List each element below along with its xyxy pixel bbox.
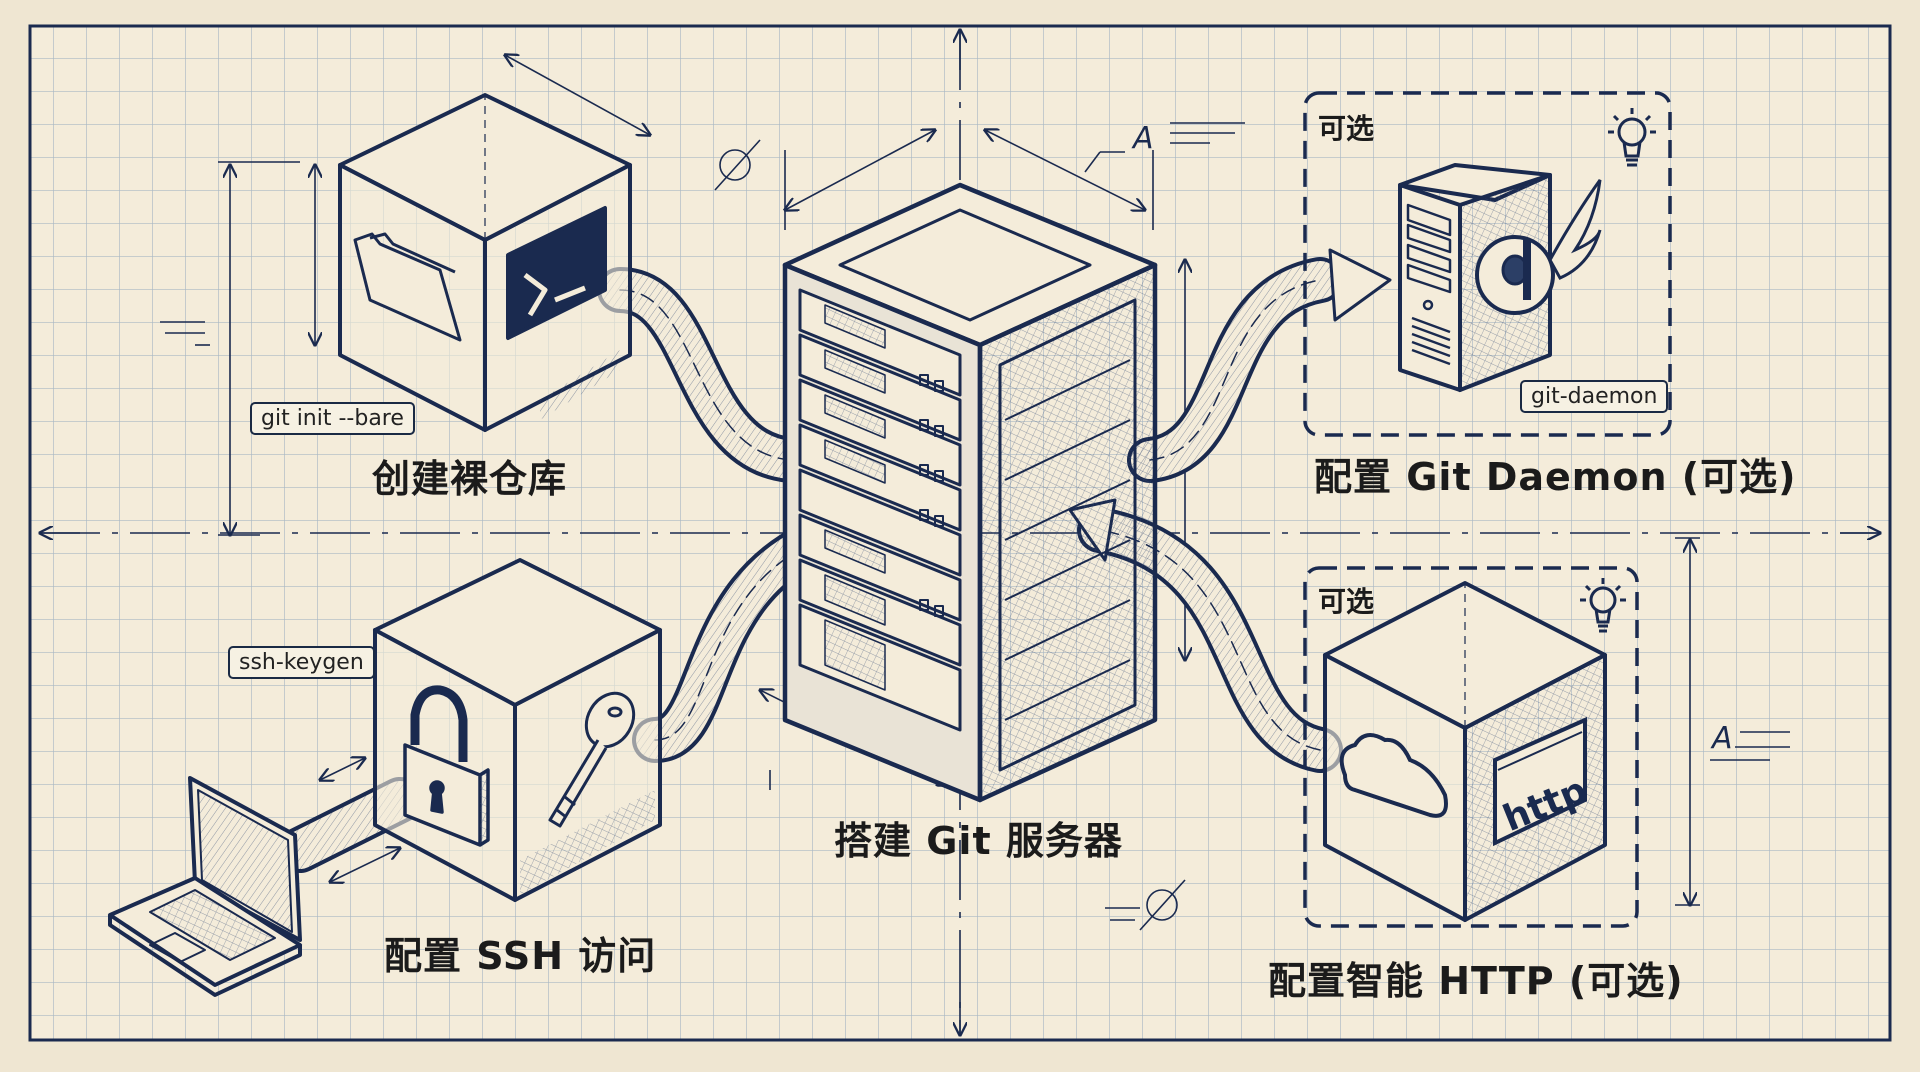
bare-repo-cube — [338, 93, 632, 432]
page-title: 搭建 Git 服务器 — [834, 819, 1123, 863]
http-optional-frame — [1303, 566, 1639, 928]
ssh-cube — [373, 558, 662, 902]
pipe-bare-to-server — [597, 267, 813, 483]
server-unit-leds — [919, 374, 944, 617]
optional-tag-http: 可选 — [1318, 585, 1375, 618]
arrowhead-into-daemon — [1328, 248, 1392, 322]
lightbulb-icon-daemon — [1608, 108, 1656, 167]
label-http: 配置智能 HTTP (可选) — [1268, 959, 1684, 1003]
pipe-server-to-daemon — [1127, 257, 1343, 483]
command-git-init-bare: git init --bare — [250, 402, 415, 435]
http-badge-icon — [1493, 716, 1587, 847]
annotation-a-right: A — [1710, 721, 1733, 756]
central-server-rack — [782, 182, 1158, 803]
label-ssh: 配置 SSH 访问 — [384, 934, 657, 978]
server-unit-vents — [824, 304, 886, 691]
tower-server-icon — [1398, 163, 1552, 392]
laptop-icon — [108, 776, 302, 997]
cloud-icon — [1339, 733, 1448, 818]
padlock-icon — [403, 685, 490, 847]
key-icon — [548, 691, 636, 828]
optional-tag-daemon: 可选 — [1318, 112, 1375, 145]
daemon-optional-frame — [1303, 91, 1672, 437]
terminal-icon — [506, 206, 607, 340]
frame-border — [28, 24, 1892, 1042]
lightbulb-icon-http — [1580, 578, 1626, 633]
label-bare-repo: 创建裸仓库 — [372, 457, 568, 501]
winged-d-icon — [1475, 179, 1602, 315]
annotation-mark-a: A A — [1131, 121, 1733, 756]
folder-icon — [353, 232, 462, 342]
server-side-shelves — [1004, 359, 1131, 721]
command-git-daemon: git-daemon — [1520, 380, 1669, 413]
label-daemon: 配置 Git Daemon (可选) — [1314, 455, 1797, 499]
command-ssh-keygen: ssh-keygen — [228, 646, 375, 679]
annotation-a-top: A — [1131, 121, 1154, 156]
